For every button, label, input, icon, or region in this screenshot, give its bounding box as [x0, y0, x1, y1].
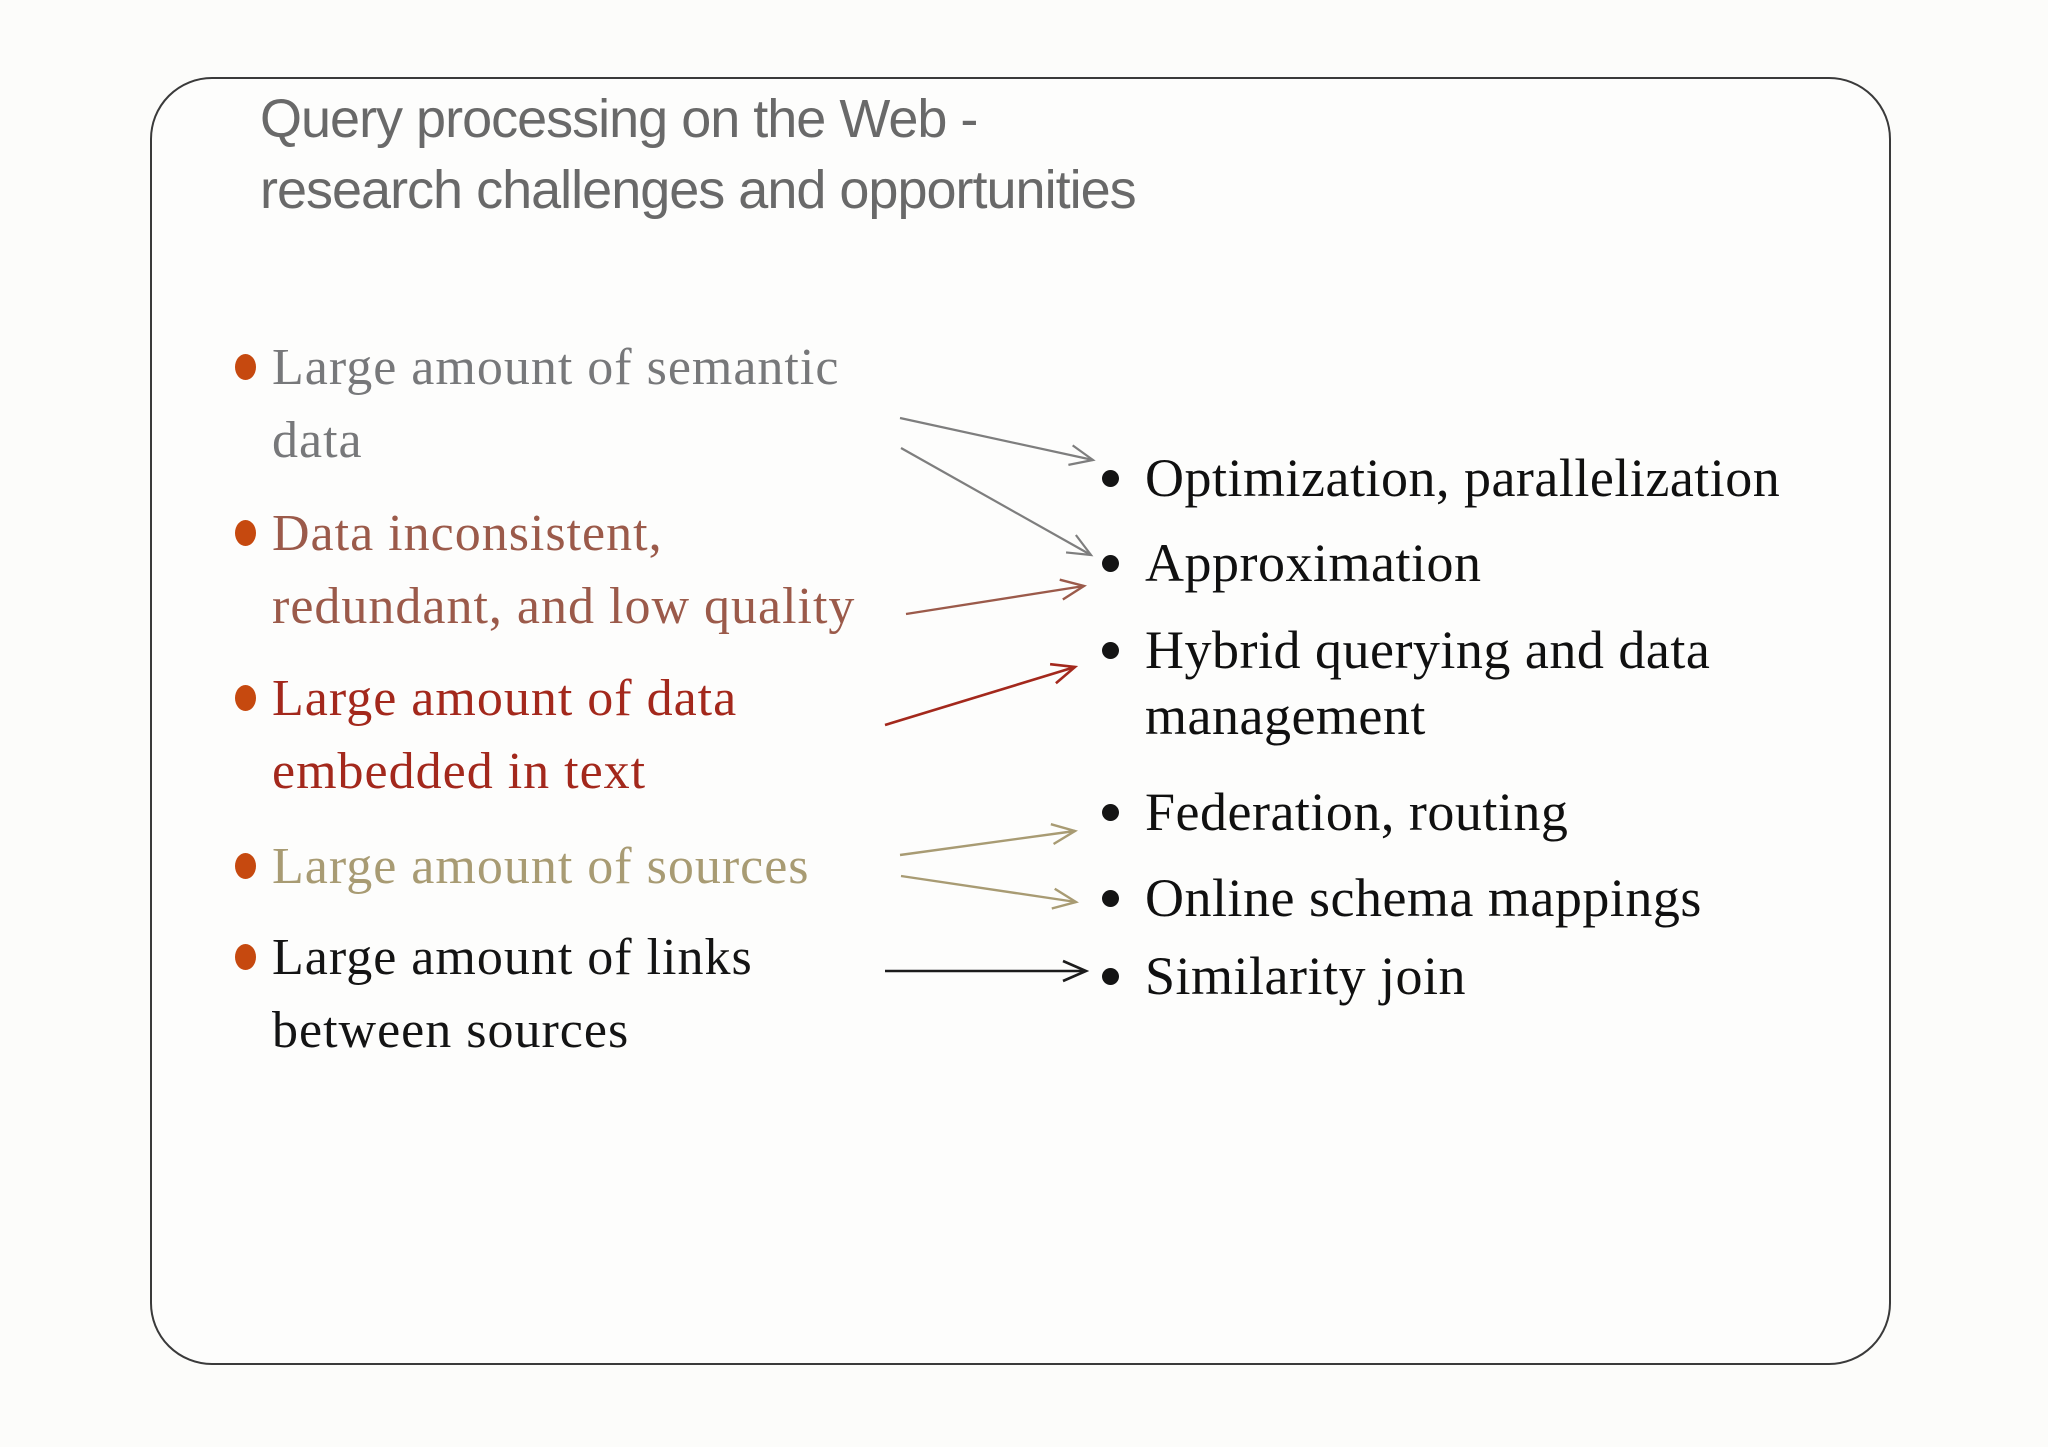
bullet-dot [1102, 470, 1119, 487]
left-bullet-data-embedded-in-text: Large amount of data embedded in text [222, 662, 932, 808]
left-bullet-semantic-data: Large amount of semantic data [222, 331, 932, 477]
bullet-text-line: between sources [272, 1002, 630, 1059]
bullet-text-line: Online schema mappings [1145, 868, 1702, 928]
left-bullet-data-inconsistent: Data inconsistent, redundant, and low qu… [222, 497, 932, 643]
slide-title: Query processing on the Web - research c… [260, 84, 1137, 226]
left-bullet-links-between-sources: Large amount of links between sources [222, 921, 932, 1067]
bullet-text-line: Large amount of semantic [272, 339, 840, 396]
slide-title-line1: Query processing on the Web - [260, 89, 978, 149]
left-bullet-amount-of-sources: Large amount of sources [222, 830, 932, 903]
right-bullet-similarity-join: Similarity join [1090, 943, 1900, 1009]
right-bullet-hybrid-querying: Hybrid querying and data management [1090, 617, 1900, 749]
bullet-dot [1102, 968, 1119, 985]
bullet-text-line: Hybrid querying and data [1145, 620, 1711, 680]
bullet-text-line: Optimization, parallelization [1145, 448, 1781, 508]
slide-title-line2: research challenges and opportunities [260, 160, 1137, 220]
bullet-text-line: data [272, 412, 363, 469]
right-bullet-federation-routing: Federation, routing [1090, 779, 1900, 845]
bullet-dot [1102, 642, 1119, 659]
bullet-text-line: management [1145, 686, 1426, 746]
right-bullet-approximation: Approximation [1090, 530, 1900, 596]
bullet-dot [235, 520, 256, 546]
bullet-dot [1102, 890, 1119, 907]
bullet-text-line: Large amount of data [272, 670, 738, 727]
bullet-text-line: Approximation [1145, 533, 1482, 593]
right-bullet-online-schema-mappings: Online schema mappings [1090, 865, 1900, 931]
right-bullet-optimization: Optimization, parallelization [1090, 445, 1900, 511]
bullet-dot [235, 354, 256, 380]
bullet-text-line: embedded in text [272, 743, 647, 800]
bullet-dot [235, 685, 256, 711]
bullet-text-line: Federation, routing [1145, 782, 1569, 842]
bullet-text-line: Large amount of links [272, 929, 753, 986]
bullet-dot [1102, 555, 1119, 572]
bullet-text-line: Large amount of sources [272, 838, 810, 895]
bullet-text-line: Data inconsistent, [272, 505, 663, 562]
bullet-dot [235, 853, 256, 879]
bullet-dot [1102, 804, 1119, 821]
bullet-dot [235, 944, 256, 970]
bullet-text-line: Similarity join [1145, 946, 1467, 1006]
bullet-text-line: redundant, and low quality [272, 578, 856, 635]
